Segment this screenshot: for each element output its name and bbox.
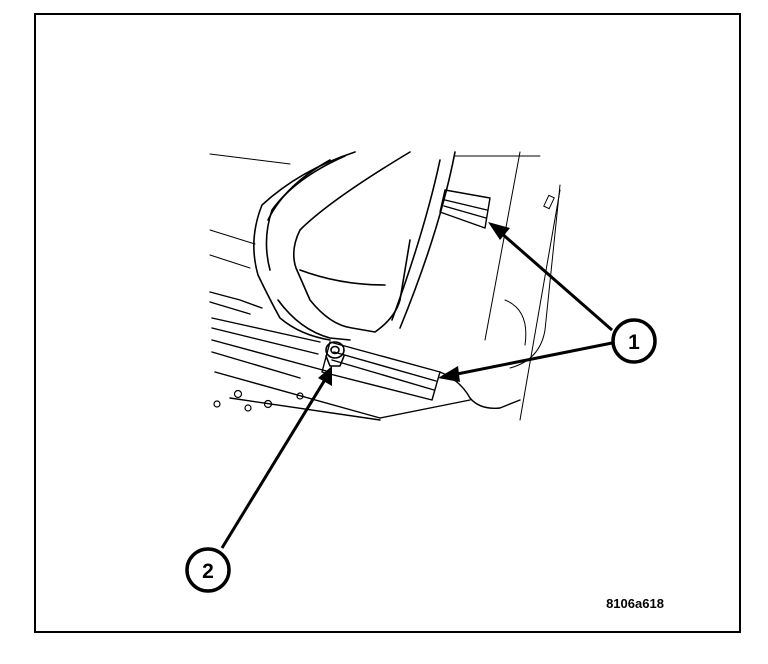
callout-2: 2	[185, 547, 231, 593]
floor-lines	[209, 151, 561, 421]
leader-lines	[220, 222, 613, 549]
figure-code: 8106a618	[606, 596, 664, 611]
upper-seat-track	[439, 189, 491, 229]
figure-frame	[34, 13, 741, 633]
arrowhead-1a	[488, 222, 510, 240]
lower-seat-track	[209, 291, 521, 421]
leader-line-2	[220, 377, 328, 549]
callout-2-label: 2	[202, 560, 214, 583]
callout-1-label: 1	[628, 331, 640, 354]
callout-1: 1	[611, 318, 657, 364]
seat-cushion	[253, 151, 456, 341]
seat-bolt	[325, 341, 345, 367]
floor-holes	[213, 389, 304, 412]
arrowhead-2	[318, 366, 332, 386]
leader-line-1b	[451, 341, 613, 377]
arrowhead-1b	[438, 366, 460, 382]
leader-line-1a	[499, 230, 613, 332]
